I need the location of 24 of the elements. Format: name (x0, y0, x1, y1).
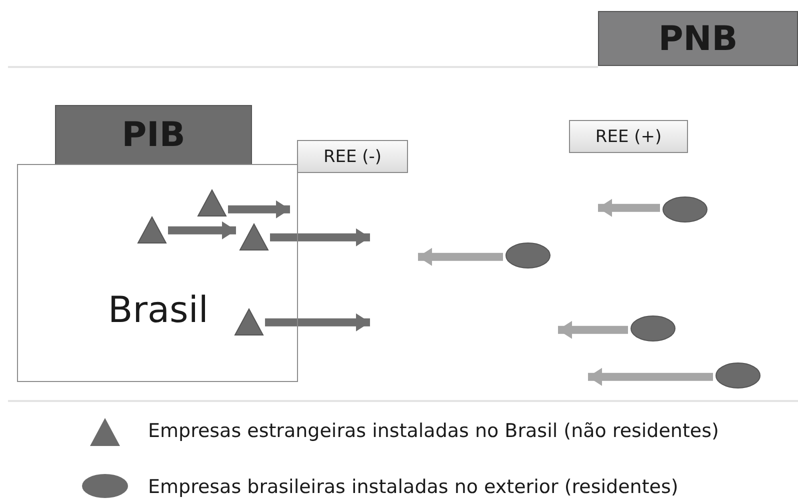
arrow (168, 221, 236, 240)
triangle-marker (197, 189, 227, 217)
arrow (270, 228, 370, 246)
arrow (228, 200, 290, 218)
legend-text: Empresas estrangeiras instaladas no Brasil (não residentes) (148, 420, 719, 442)
region-box (17, 164, 298, 382)
arrow (588, 368, 713, 386)
region-label: Brasil (108, 293, 208, 329)
arrow (598, 198, 660, 217)
legend-text: Empresas brasileiras instaladas no exterior (residentes) (148, 476, 678, 498)
arrow (558, 320, 628, 339)
ellipse-marker (715, 362, 761, 389)
ellipse-marker (630, 315, 676, 342)
header-tab: PNB (598, 11, 798, 66)
tag-box: REE (+) (569, 120, 688, 153)
triangle-marker (137, 216, 167, 244)
ellipse-marker (505, 242, 551, 269)
triangle-marker (239, 223, 269, 251)
header-tab: PIB (55, 105, 252, 165)
tag-box: REE (-) (297, 140, 408, 173)
arrow (265, 313, 370, 332)
triangle-marker (234, 308, 264, 336)
ellipse-marker (662, 196, 708, 223)
arrow (418, 248, 503, 266)
